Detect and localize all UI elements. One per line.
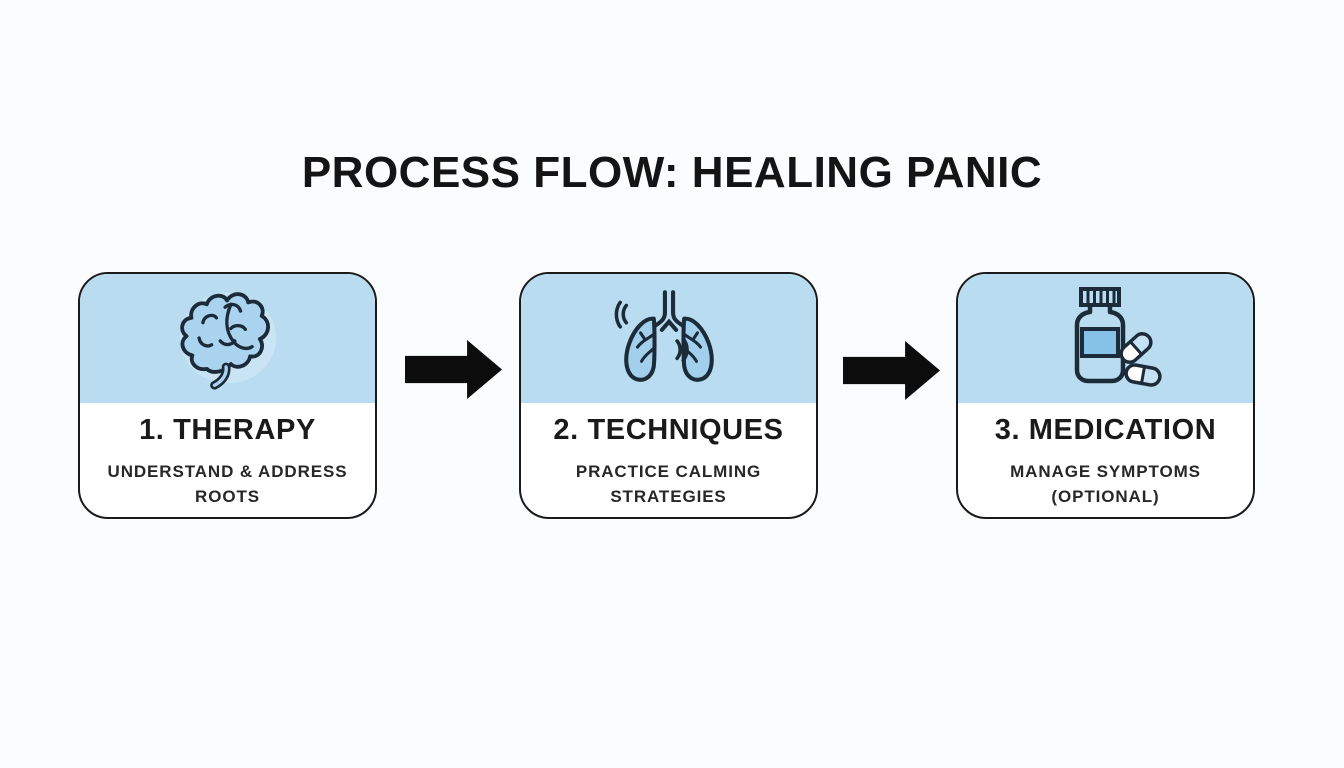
arrow-right-icon (843, 341, 940, 400)
step-card-therapy: 1. THERAPY UNDERSTAND & ADDRESS ROOTS (78, 272, 377, 519)
step-title: 1. THERAPY (139, 414, 316, 446)
step-card-techniques: 2. TECHNIQUES PRACTICE CALMING STRATEGIE… (519, 272, 818, 519)
card-header (80, 274, 375, 403)
step-card-medication: 3. MEDICATION MANAGE SYMPTOMS (OPTIONAL) (956, 272, 1255, 519)
pill-bottle-icon (1046, 284, 1166, 394)
step-subtitle: UNDERSTAND & ADDRESS ROOTS (107, 462, 348, 506)
step-title: 2. TECHNIQUES (553, 414, 784, 446)
arrow-right-icon (405, 340, 502, 399)
lungs-icon (608, 288, 730, 390)
brain-icon (170, 286, 286, 392)
card-body: 1. THERAPY UNDERSTAND & ADDRESS ROOTS (80, 403, 375, 509)
card-body: 2. TECHNIQUES PRACTICE CALMING STRATEGIE… (521, 403, 816, 509)
step-title: 3. MEDICATION (994, 414, 1217, 446)
card-body: 3. MEDICATION MANAGE SYMPTOMS (OPTIONAL) (958, 403, 1253, 509)
step-subtitle: MANAGE SYMPTOMS (OPTIONAL) (1010, 462, 1201, 506)
card-header (521, 274, 816, 403)
step-subtitle: PRACTICE CALMING STRATEGIES (575, 462, 762, 506)
page-title: PROCESS FLOW: HEALING PANIC (301, 148, 1043, 197)
card-header (958, 274, 1253, 403)
